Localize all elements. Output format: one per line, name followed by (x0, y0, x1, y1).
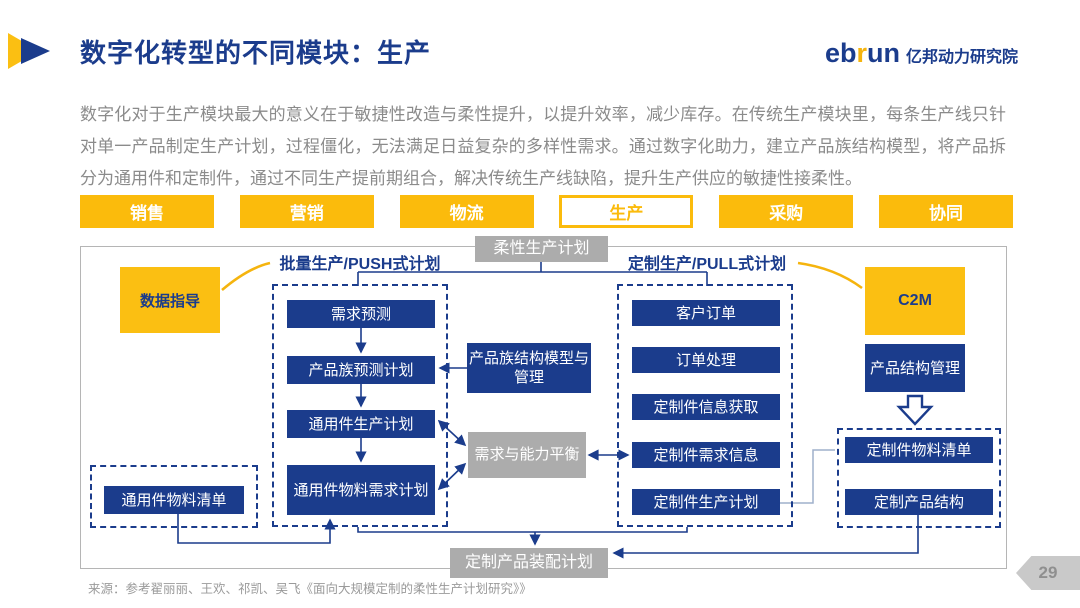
family-structure-model-box: 产品族结构模型与管理 (467, 343, 591, 393)
custom-product-structure-box: 定制产品结构 (845, 489, 993, 515)
custom-structure-group (837, 428, 1001, 528)
c2m-box: C2M (865, 267, 965, 335)
demand-forecast-box: 需求预测 (287, 300, 435, 328)
ebrun-logo: ebrun 亿邦动力研究院 (825, 38, 1018, 69)
tab-production[interactable]: 生产 (559, 195, 694, 228)
page-number-badge: 29 (1016, 556, 1080, 590)
assembly-plan-box: 定制产品装配计划 (450, 548, 608, 578)
ebrun-logo-wordmark: ebrun (824, 38, 900, 68)
source-note: 来源：参考翟丽丽、王欢、祁凯、吴飞《面向大规模定制的柔性生产计划研究》》 (88, 582, 532, 596)
push-plan-label: 批量生产/PUSH式计划 (279, 256, 441, 273)
demand-capacity-balance-box: 需求与能力平衡 (468, 432, 586, 478)
custom-demand-info-box: 定制件需求信息 (632, 442, 780, 468)
pull-plan-label: 定制生产/PULL式计划 (627, 256, 787, 273)
common-material-demand-plan-box: 通用件物料需求计划 (287, 465, 435, 515)
custom-info-acquisition-box: 定制件信息获取 (632, 394, 780, 420)
family-forecast-plan-box: 产品族预测计划 (287, 356, 435, 384)
custom-bom-box: 定制件物料清单 (845, 437, 993, 463)
flexible-production-plan-box: 柔性生产计划 (475, 236, 608, 262)
tab-marketing[interactable]: 营销 (239, 195, 374, 228)
page-title: 数字化转型的不同模块：生产 (80, 38, 432, 68)
custom-production-plan-box: 定制件生产计划 (632, 489, 780, 515)
data-guidance-box: 数据指导 (120, 267, 220, 333)
tab-collaboration[interactable]: 协同 (878, 195, 1013, 228)
product-structure-mgmt-box: 产品结构管理 (865, 344, 965, 392)
order-processing-box: 订单处理 (632, 347, 780, 373)
common-bom-box: 通用件物料清单 (104, 486, 244, 514)
intro-paragraph: 数字化对于生产模块最大的意义在于敏捷性改造与柔性提升，以提升效率，减少库存。在传… (80, 105, 1006, 188)
module-tabs: 销售 营销 物流 生产 采购 协同 (80, 195, 1013, 228)
tab-sales[interactable]: 销售 (80, 195, 214, 228)
common-bom-group (90, 465, 258, 528)
customer-order-box: 客户订单 (632, 300, 780, 326)
common-parts-plan-box: 通用件生产计划 (287, 410, 435, 438)
tab-procurement[interactable]: 采购 (719, 195, 854, 228)
tab-logistics[interactable]: 物流 (399, 195, 534, 228)
ebrun-logo-suffix: 亿邦动力研究院 (905, 49, 1018, 66)
title-chevron-icon (8, 33, 50, 69)
